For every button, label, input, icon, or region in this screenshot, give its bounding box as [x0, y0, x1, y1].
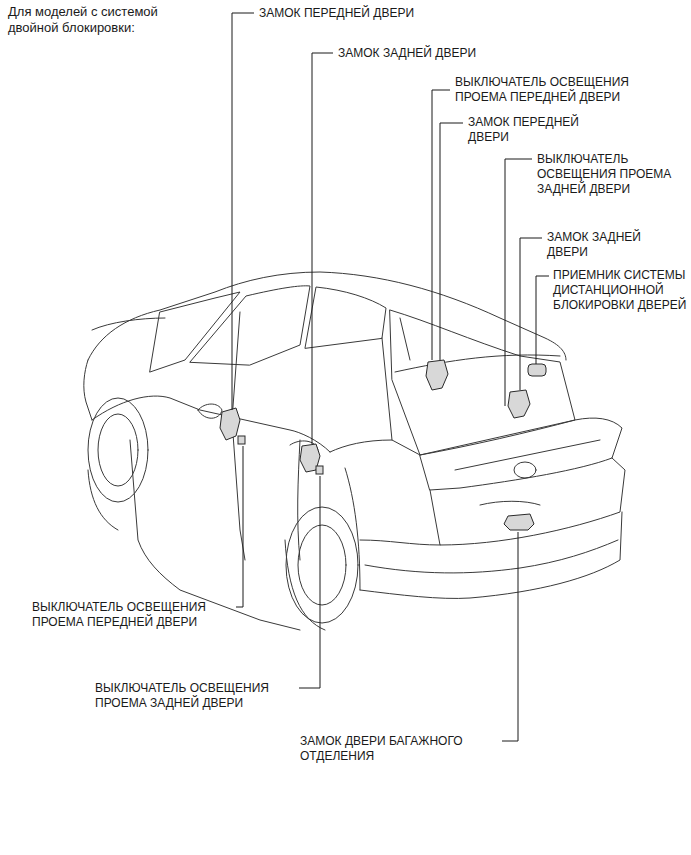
far-front-door-lock: [426, 360, 448, 390]
car-body: [84, 272, 625, 630]
part-label: ВЫКЛЮЧАТЕЛЬ ОСВЕЩЕНИЯ ПРОЕМА ЗАДНЕЙ ДВЕР…: [537, 152, 682, 197]
heading: Для моделей с системой двойной блокировк…: [8, 4, 186, 36]
rear-courtesy-switch: [316, 466, 323, 474]
part-label: ВЫКЛЮЧАТЕЛЬ ОСВЕЩЕНИЯ ПРОЕМА ЗАДНЕЙ ДВЕР…: [95, 681, 300, 711]
part-label: ЗАМОК ЗАДНЕЙ ДВЕРИ: [338, 46, 558, 61]
part-label: ВЫКЛЮЧАТЕЛЬ ОСВЕЩЕНИЯ ПРОЕМА ПЕРЕДНЕЙ ДВ…: [32, 600, 237, 630]
part-label: ЗАМОК ДВЕРИ БАГАЖНОГО ОТДЕЛЕНИЯ: [300, 734, 502, 764]
part-label: ЗАМОК ПЕРЕДНЕЙ ДВЕРИ: [468, 115, 618, 145]
part-label: ЗАМОК ЗАДНЕЙ ДВЕРИ: [547, 230, 672, 260]
front-door-lock: [220, 408, 240, 440]
far-rear-door-lock: [508, 390, 530, 418]
part-label: ПРИЕМНИК СИСТЕМЫ ДИСТАНЦИОННОЙ БЛОКИРОВК…: [553, 268, 687, 313]
component-symbols: [220, 360, 546, 530]
front-courtesy-switch: [238, 436, 245, 444]
receiver: [528, 364, 546, 376]
back-door-lock: [504, 514, 534, 530]
part-label: ЗАМОК ПЕРЕДНЕЙ ДВЕРИ: [259, 6, 479, 21]
part-label: ВЫКЛЮЧАТЕЛЬ ОСВЕЩЕНИЯ ПРОЕМА ПЕРЕДНЕЙ ДВ…: [455, 75, 670, 105]
